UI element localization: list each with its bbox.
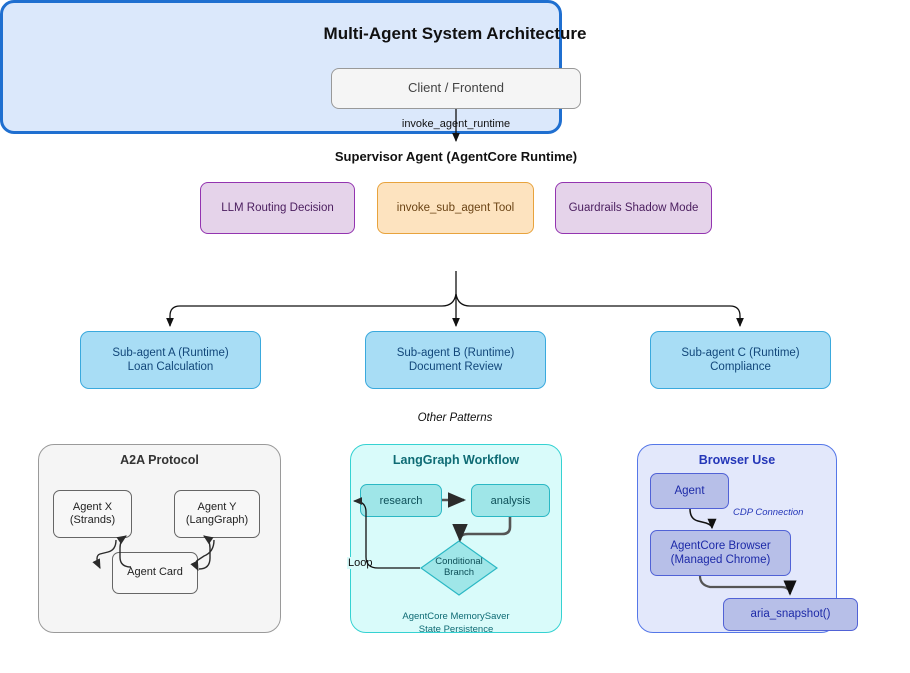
agent-y-line1: Agent Y [197, 500, 237, 513]
aria-snapshot-node[interactable]: aria_snapshot() [723, 598, 858, 631]
supervisor-agent-title: Supervisor Agent (AgentCore Runtime) [334, 149, 578, 164]
agentcore-browser-line2: (Managed Chrome) [670, 554, 771, 566]
sub-agent-a-node[interactable]: Sub-agent A (Runtime) Loan Calculation [80, 331, 261, 389]
a2a-protocol-title: A2A Protocol [120, 453, 199, 467]
research-node[interactable]: research [360, 484, 442, 517]
wire-supervisor-to-sub-a [166, 293, 457, 328]
conditional-branch-node[interactable]: Conditional Branch [419, 540, 499, 596]
agent-x-line1: Agent X [72, 500, 113, 513]
sub-agent-c-line1: Sub-agent C (Runtime) [681, 346, 800, 359]
invoke-sub-agent-tool-node[interactable]: invoke_sub_agent Tool [377, 182, 534, 234]
langgraph-footer-line1: AgentCore MemorySaver [402, 611, 510, 622]
sub-agent-b-node[interactable]: Sub-agent B (Runtime) Document Review [365, 331, 546, 389]
agent-y-node[interactable]: Agent Y (LangGraph) [174, 490, 260, 538]
guardrails-shadow-mode-node[interactable]: Guardrails Shadow Mode [555, 182, 712, 234]
wire-supervisor-to-sub-c [455, 293, 744, 328]
supervisor-agent-node[interactable] [0, 0, 562, 134]
agent-x-node[interactable]: Agent X (Strands) [53, 490, 132, 538]
langgraph-footer-line2: State Persistence [418, 623, 494, 635]
langgraph-workflow-panel: LangGraph Workflow [350, 444, 562, 633]
sub-agent-b-line1: Sub-agent B (Runtime) [396, 346, 515, 359]
llm-routing-decision-node[interactable]: LLM Routing Decision [200, 182, 355, 234]
diamond-shape-icon [419, 540, 499, 596]
sub-agent-c-node[interactable]: Sub-agent C (Runtime) Compliance [650, 331, 831, 389]
sub-agent-a-line2: Loan Calculation [127, 361, 214, 373]
sub-agent-a-line1: Sub-agent A (Runtime) [112, 346, 229, 359]
page-title: Multi-Agent System Architecture [323, 24, 587, 43]
analysis-node[interactable]: analysis [471, 484, 550, 517]
conditional-branch-line2: Branch [443, 567, 475, 578]
conditional-branch-line1: Conditional [435, 556, 483, 568]
langgraph-footer: AgentCore MemorySaver State Persistence [350, 611, 562, 637]
loop-label: Loop [347, 557, 374, 569]
agent-card-node[interactable]: Agent Card [112, 552, 198, 594]
browser-agent-node[interactable]: Agent [650, 473, 729, 509]
sub-agent-b-line2: Document Review [408, 361, 503, 373]
sub-agent-c-line2: Compliance [710, 361, 771, 373]
other-patterns-label: Other Patterns [417, 412, 493, 424]
client-frontend-node[interactable]: Client / Frontend [331, 68, 581, 109]
cdp-connection-label: CDP Connection [733, 507, 804, 518]
agentcore-browser-node[interactable]: AgentCore Browser (Managed Chrome) [650, 530, 791, 576]
a2a-protocol-panel: A2A Protocol [38, 444, 281, 633]
agent-y-line2: (LangGraph) [185, 514, 249, 526]
agent-x-line2: (Strands) [69, 514, 116, 526]
agentcore-browser-line1: AgentCore Browser [670, 539, 771, 552]
invoke-agent-runtime-label: invoke_agent_runtime [401, 118, 511, 130]
browser-use-title: Browser Use [698, 453, 776, 467]
langgraph-workflow-title: LangGraph Workflow [392, 453, 520, 467]
